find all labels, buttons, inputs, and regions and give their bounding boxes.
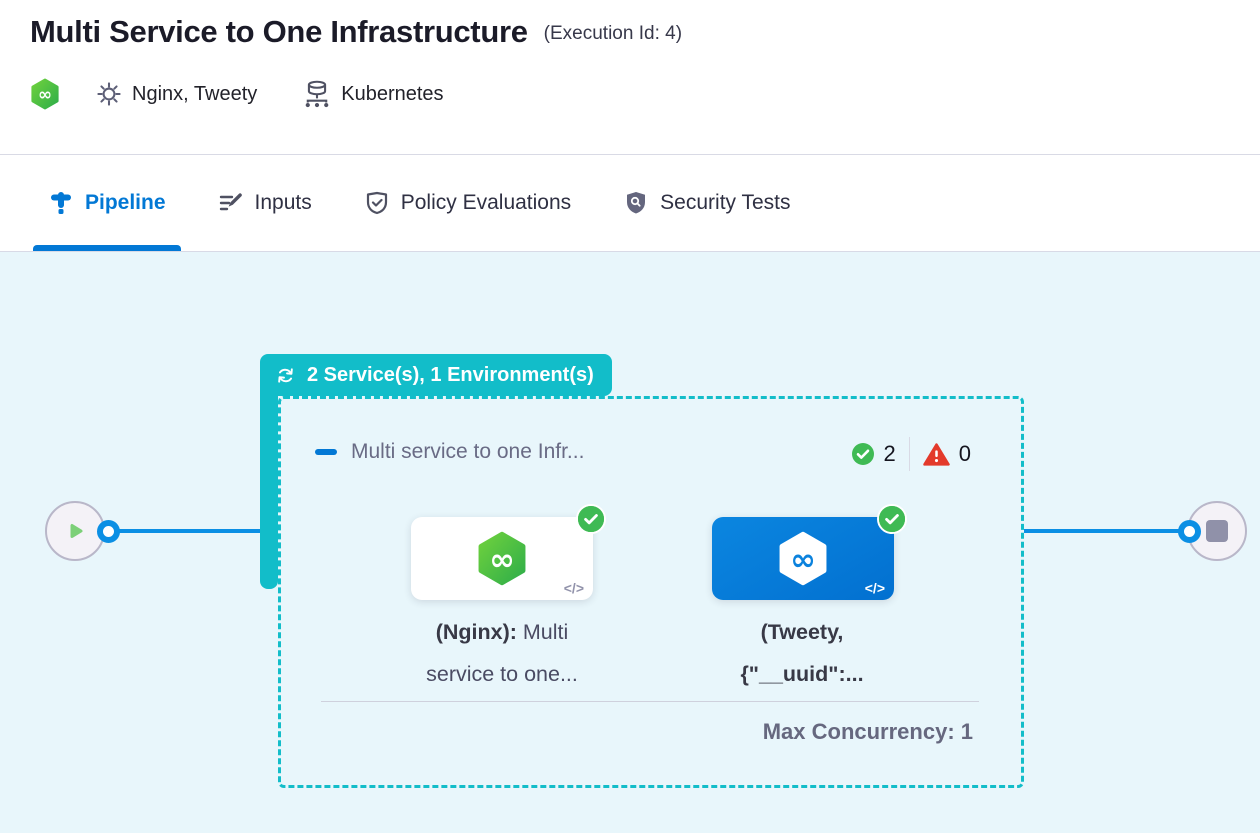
harness-cd-module-icon: ∞ (30, 78, 60, 110)
service-label-nginx: (Nginx): Multi service to one... (357, 611, 647, 695)
stage-inner-divider (321, 701, 979, 702)
execution-header: Multi Service to One Infrastructure (Exe… (0, 0, 1260, 155)
play-icon (62, 518, 88, 544)
services-gear-icon (96, 81, 122, 107)
inputs-icon (218, 190, 244, 216)
code-icon: </> (563, 580, 584, 596)
pipeline-end-node[interactable] (1187, 501, 1247, 561)
edge-port-start (97, 520, 120, 543)
svg-text:∞: ∞ (38, 84, 52, 104)
service-name-rest: Multi (522, 620, 569, 644)
environment-label: Kubernetes (341, 82, 444, 105)
service-subtitle: service to one... (426, 662, 578, 686)
stage-group-edge (260, 395, 278, 589)
policy-shield-check-icon (364, 190, 390, 216)
edge-port-end (1178, 520, 1201, 543)
service-card-nginx[interactable]: ∞ </> (411, 504, 606, 600)
tab-inputs-label: Inputs (254, 191, 312, 214)
service-name-bold: (Tweety, (760, 620, 844, 644)
stage-group-box[interactable]: Multi service to one Infr... 2 0 (278, 396, 1024, 788)
svg-text:∞: ∞ (790, 542, 816, 578)
status-divider (908, 437, 910, 471)
loop-icon (274, 364, 297, 387)
tab-inputs[interactable]: Inputs (203, 155, 327, 251)
stop-icon (1206, 520, 1228, 542)
service-subtitle: {"__uuid":... (740, 662, 864, 686)
infrastructure-icon (303, 79, 331, 109)
pipeline-icon (48, 190, 74, 216)
service-name-bold: (Nginx): (435, 620, 517, 644)
stage-title: Multi service to one Infr... (351, 440, 585, 463)
error-count: 0 (958, 441, 971, 466)
tab-policy-evaluations[interactable]: Policy Evaluations (349, 155, 586, 251)
code-icon: </> (864, 580, 885, 596)
execution-tabbar: Pipeline Inputs Policy Evaluations (0, 155, 1260, 252)
security-shield-scan-icon (623, 190, 649, 216)
execution-id: (Execution Id: 4) (543, 23, 683, 44)
harness-service-icon-green: ∞ (476, 531, 528, 586)
tab-policy-evaluations-label: Policy Evaluations (400, 191, 572, 214)
edge-start-to-stage (105, 529, 262, 533)
page-title: Multi Service to One Infrastructure (30, 14, 528, 49)
collapse-stage-icon[interactable] (315, 449, 337, 455)
max-concurrency-label: Max Concurrency: 1 (762, 719, 973, 744)
error-warning-icon (923, 442, 950, 467)
stage-status-cluster: 2 0 (851, 437, 971, 471)
service-success-badge (576, 504, 606, 534)
stage-services-badge-label: 2 Service(s), 1 Environment(s) (307, 363, 594, 386)
tab-security-tests[interactable]: Security Tests (608, 155, 805, 251)
success-count: 2 (883, 441, 896, 466)
stage-services-badge: 2 Service(s), 1 Environment(s) (260, 354, 612, 396)
tab-security-tests-label: Security Tests (660, 191, 791, 214)
service-card-tweety[interactable]: ∞ </> (712, 504, 907, 600)
service-success-badge (877, 504, 907, 534)
tab-pipeline-label: Pipeline (85, 191, 166, 214)
harness-service-icon-white: ∞ (777, 531, 829, 586)
pipeline-canvas: 2 Service(s), 1 Environment(s) Multi ser… (0, 252, 1260, 833)
svg-text:∞: ∞ (489, 542, 515, 578)
success-check-icon (851, 442, 875, 466)
edge-stage-to-end (1024, 529, 1191, 533)
services-label: Nginx, Tweety (132, 82, 258, 105)
pipeline-start-node[interactable] (45, 501, 105, 561)
service-label-tweety: (Tweety, {"__uuid":... (657, 611, 947, 695)
tab-pipeline[interactable]: Pipeline (33, 155, 181, 251)
